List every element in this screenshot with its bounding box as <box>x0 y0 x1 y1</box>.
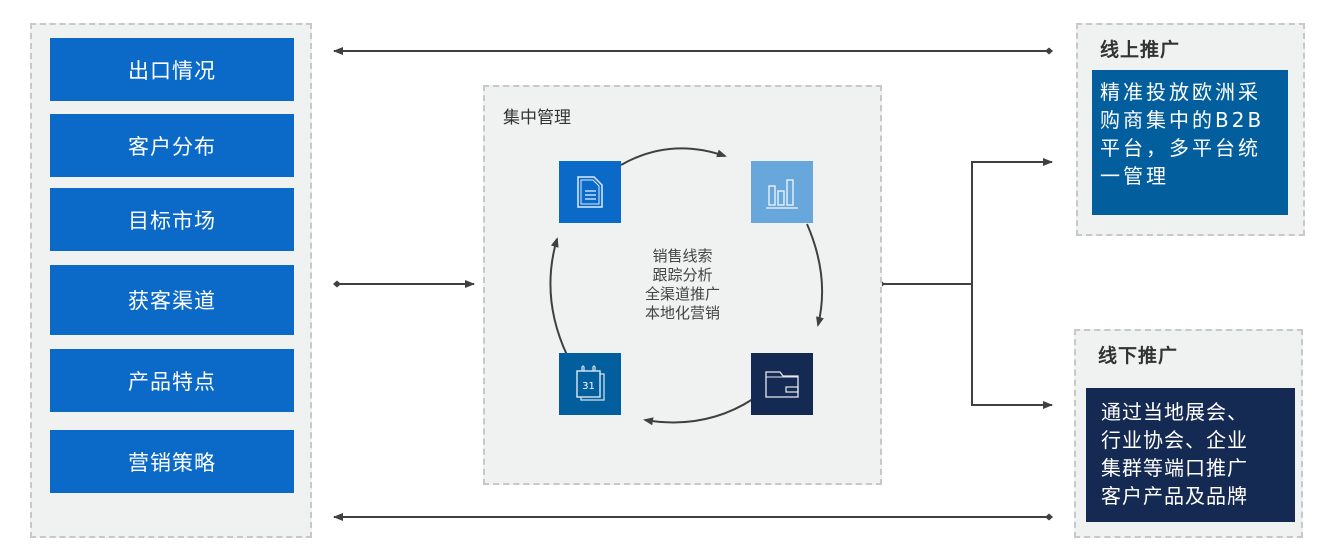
tile-calendar[interactable]: 31 <box>559 353 621 415</box>
offline-body-line: 客户产品及品牌 <box>1101 484 1248 508</box>
tile-folder[interactable] <box>751 353 813 415</box>
online-body-line: 购商集中的B2B <box>1100 108 1265 132</box>
calendar-icon: 31 <box>576 365 605 401</box>
center-summary: 销售线索 跟踪分析 全渠道推广 本地化营销 <box>485 247 880 323</box>
cycle-arrow-bottom <box>643 398 754 426</box>
document-icon <box>577 176 603 208</box>
tile-document[interactable] <box>559 161 621 223</box>
item-product-features[interactable]: 产品特点 <box>50 349 294 412</box>
cycle-arrow-right <box>806 223 824 327</box>
cycle-arrow-left <box>549 237 568 356</box>
center-line-tracking: 跟踪分析 <box>652 266 713 284</box>
online-body-line: 精准投放欧洲采 <box>1100 80 1261 104</box>
center-line-leads: 销售线索 <box>652 247 713 265</box>
cycle-arrows <box>549 147 824 426</box>
offline-promotion-body: 通过当地展会、 行业协会、企业 集群等端口推广 客户产品及品牌 <box>1086 388 1295 522</box>
folder-icon <box>765 371 799 398</box>
offline-promotion-title: 线下推广 <box>1098 345 1179 367</box>
offline-body-line: 行业协会、企业 <box>1101 428 1248 452</box>
item-export-status[interactable]: 出口情况 <box>50 38 294 101</box>
offline-body-line: 通过当地展会、 <box>1101 400 1248 424</box>
cycle-arrow-top <box>620 147 727 166</box>
center-panel-title: 集中管理 <box>503 108 571 128</box>
online-promotion-title: 线上推广 <box>1100 39 1181 61</box>
left-panel: 出口情况 客户分布 目标市场 获客渠道 产品特点 营销策略 <box>30 23 312 538</box>
center-panel: 集中管理 <box>483 85 882 485</box>
offline-promotion-panel: 线下推广 通过当地展会、 行业协会、企业 集群等端口推广 客户产品及品牌 <box>1074 329 1303 538</box>
item-acquisition-channels[interactable]: 获客渠道 <box>50 265 294 335</box>
tile-bar-chart[interactable] <box>751 161 813 223</box>
center-line-localized: 本地化营销 <box>644 304 720 322</box>
bar-chart-icon <box>766 179 798 209</box>
center-line-omnichannel: 全渠道推广 <box>644 285 720 303</box>
online-body-line: 平台，多平台统 <box>1100 136 1261 160</box>
item-customer-distribution[interactable]: 客户分布 <box>50 114 294 177</box>
item-marketing-strategy[interactable]: 营销策略 <box>50 430 294 493</box>
offline-body-line: 集群等端口推广 <box>1101 456 1248 480</box>
calendar-day-number: 31 <box>582 381 595 392</box>
online-promotion-body: 精准投放欧洲采 购商集中的B2B 平台，多平台统 一管理 <box>1092 70 1288 215</box>
item-target-market[interactable]: 目标市场 <box>50 188 294 251</box>
online-promotion-panel: 线上推广 精准投放欧洲采 购商集中的B2B 平台，多平台统 一管理 <box>1076 23 1305 236</box>
online-body-line: 一管理 <box>1100 164 1169 188</box>
